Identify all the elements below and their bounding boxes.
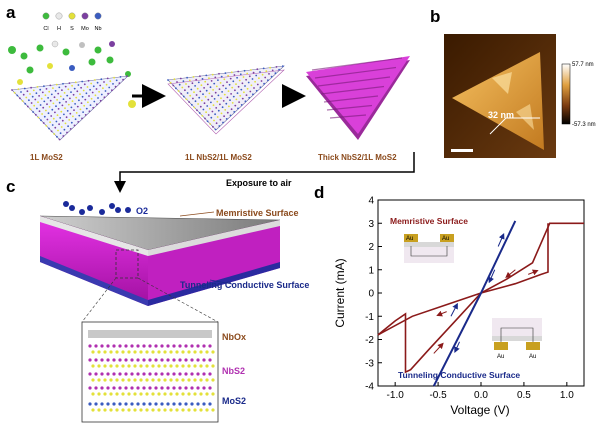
x-tick-label: 0.5 (517, 390, 531, 401)
legend-dot-cl (42, 12, 50, 20)
exposure-label: Exposure to air (226, 178, 292, 188)
legend-dot-h (55, 12, 63, 20)
y-tick-label: 0 (368, 289, 374, 300)
legend-label-h: H (57, 26, 61, 32)
x-axis-ticks: -1.0 -0.5 0.0 0.5 1.0 (387, 382, 574, 401)
layer-label-nbs2: NbS2 (222, 366, 245, 376)
memristive-curve-outer (377, 222, 584, 374)
layer-zoom-box (81, 321, 219, 423)
layer-label-mos2: MoS2 (222, 396, 246, 406)
x-tick-label: 0.0 (474, 390, 488, 401)
chart-tunneling-label: Tunneling Conductive Surface (398, 370, 520, 380)
tunneling-line (432, 220, 517, 387)
tunneling-leader (209, 279, 233, 285)
iv-chart: -4 -3 -2 -1 0 1 2 3 4 -1.0 -0.5 0.0 0.5 1.0 (365, 196, 585, 401)
y-tick-label: 2 (368, 242, 374, 253)
direction-arrow-0 (433, 342, 444, 354)
prism-side-left (40, 216, 148, 306)
colorbar-min: -57.3 nm (572, 122, 596, 128)
panel-d-label: d (314, 183, 324, 202)
y-axis-ticks: -4 -3 -2 -1 0 1 2 3 4 (365, 196, 382, 393)
legend-dot-mo (81, 12, 89, 20)
direction-arrow-6 (454, 341, 460, 353)
legend-dot-s (68, 12, 76, 20)
layer-label-nbox: NbOx (222, 332, 246, 342)
legend-label-nb: Nb (94, 26, 101, 32)
direction-arrow-2 (505, 269, 516, 278)
thick-stack-triangle (306, 56, 410, 140)
au-label-3: Au (497, 354, 504, 360)
stage-label-3: Thick NbS2/1L MoS2 (318, 153, 397, 162)
y-axis-label: Current (mA) (333, 258, 347, 327)
direction-arrow-4 (497, 233, 505, 247)
legend-label-cl: Cl (43, 26, 48, 32)
y-tick-label: 4 (368, 196, 374, 207)
au-label-2: Au (442, 236, 449, 242)
chart-memristive-label: Memristive Surface (390, 216, 468, 226)
direction-arrow-7 (450, 302, 458, 317)
floating-atoms (8, 40, 136, 108)
x-tick-label: -1.0 (387, 390, 405, 401)
y-tick-label: 1 (368, 265, 374, 276)
series-layer (377, 220, 584, 387)
scale-bar (451, 149, 473, 152)
stage-label-1: 1L MoS2 (30, 153, 63, 162)
exposure-arrow (114, 152, 415, 193)
colorbar-max: 57.7 nm (572, 62, 594, 68)
device-prism (39, 215, 281, 306)
x-axis-label: Voltage (V) (450, 403, 509, 417)
au-label-1: Au (406, 236, 413, 242)
o2-molecules (63, 201, 131, 215)
panel-b-label: b (430, 7, 440, 26)
au-label-4: Au (529, 354, 536, 360)
panel-a-label: a (6, 3, 16, 22)
colorbar (561, 63, 571, 125)
memristive-leader (179, 211, 215, 217)
direction-arrow-3 (436, 310, 447, 317)
prism-side-right (148, 220, 280, 306)
legend-label-s: S (70, 26, 74, 32)
tunneling-surface-label: Tunneling Conductive Surface (180, 280, 309, 290)
mos2-triangle (11, 75, 129, 141)
afm-image (444, 34, 556, 158)
y-tick-label: -2 (365, 335, 374, 346)
y-tick-label: -3 (365, 358, 374, 369)
panel-c-label: c (6, 177, 15, 196)
x-tick-label: -0.5 (429, 390, 447, 401)
y-tick-label: -1 (365, 312, 374, 323)
atom-legend: Cl H S Mo Nb (42, 12, 102, 32)
x-tick-label: 1.0 (560, 390, 574, 401)
memristive-inset (404, 234, 454, 263)
memristive-surface-label: Memristive Surface (216, 208, 299, 218)
y-tick-label: -4 (365, 382, 374, 393)
direction-arrow-1 (528, 269, 539, 276)
legend-label-mo: Mo (81, 26, 89, 32)
nbs2-mos2-triangle (167, 65, 285, 135)
y-tick-label: 3 (368, 219, 374, 230)
o2-label: O2 (136, 206, 148, 216)
height-annotation: 32 nm (488, 110, 514, 120)
memristive-curve-inner (377, 223, 549, 336)
stage-label-2: 1L NbS2/1L MoS2 (185, 153, 252, 162)
direction-arrow-5 (488, 269, 496, 284)
legend-dot-nb (94, 12, 102, 20)
nbox-layer (88, 330, 212, 338)
tunneling-inset (492, 318, 542, 350)
